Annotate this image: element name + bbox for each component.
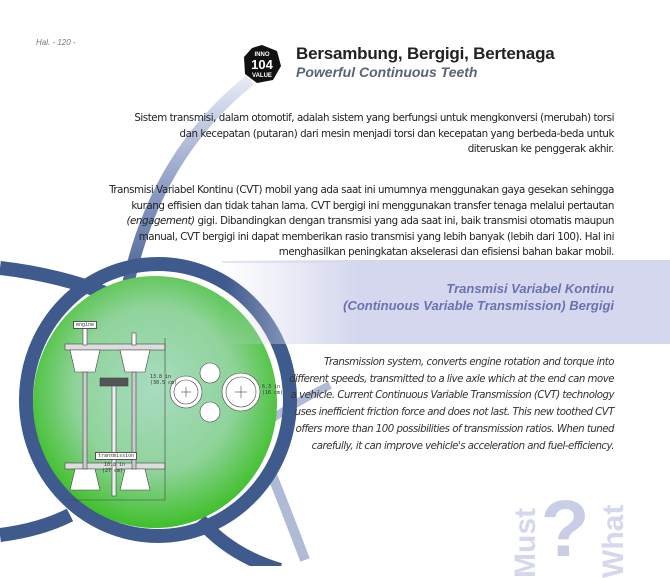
english-summary: Transmission system, converts engine rot… [289, 357, 614, 452]
width-in-label: 10.8 in [104, 462, 126, 468]
section-title-line-1: Transmisi Variabel Kontinu [446, 281, 614, 296]
page-number: Hal. - 120 - [36, 38, 76, 47]
page-title: Bersambung, Bergigi, Bertenaga [296, 44, 555, 63]
width-cm-label: (27 cm) [102, 468, 124, 474]
gear-cm-label: (16 cm) [262, 390, 284, 396]
svg-text:Must: Must [509, 508, 542, 578]
engine-label: engine [73, 321, 98, 329]
svg-text:?: ? [541, 484, 590, 573]
paragraph-text: gigi. Dibandingkan dengan transmisi yang… [138, 215, 615, 258]
transmission-label: transmission [95, 452, 138, 460]
height-cm-label: (30.5 cm) [150, 380, 178, 386]
section-header-band [225, 260, 670, 344]
body-paragraph-2: Transmisi Variabel Kontinu (CVT) mobil y… [94, 183, 614, 261]
svg-text:104: 104 [251, 57, 273, 72]
paragraph-text: Transmisi Variabel Kontinu (CVT) mobil y… [109, 184, 614, 212]
height-in-label: 13.8 in [150, 374, 172, 380]
section-title-line-2: (Continuous Variable Transmission) Bergi… [343, 298, 614, 313]
svg-text:What: What [597, 505, 625, 578]
svg-text:VALUE: VALUE [252, 73, 272, 79]
paragraph-emphasis: (engagement) [126, 215, 195, 227]
must-what-watermark: Must ? What [509, 484, 625, 578]
svg-text:INNO: INNO [255, 52, 270, 58]
inno-104-badge-logo: INNO 104 VALUE [244, 45, 281, 83]
cvt-diagram [64, 324, 261, 501]
decorative-arcs [0, 75, 670, 566]
body-paragraph-1: Sistem transmisi, dalam otomotif, adalah… [134, 112, 614, 155]
gear-in-label: 6.3 in [262, 384, 281, 390]
page-subtitle: Powerful Continuous Teeth [296, 64, 478, 80]
